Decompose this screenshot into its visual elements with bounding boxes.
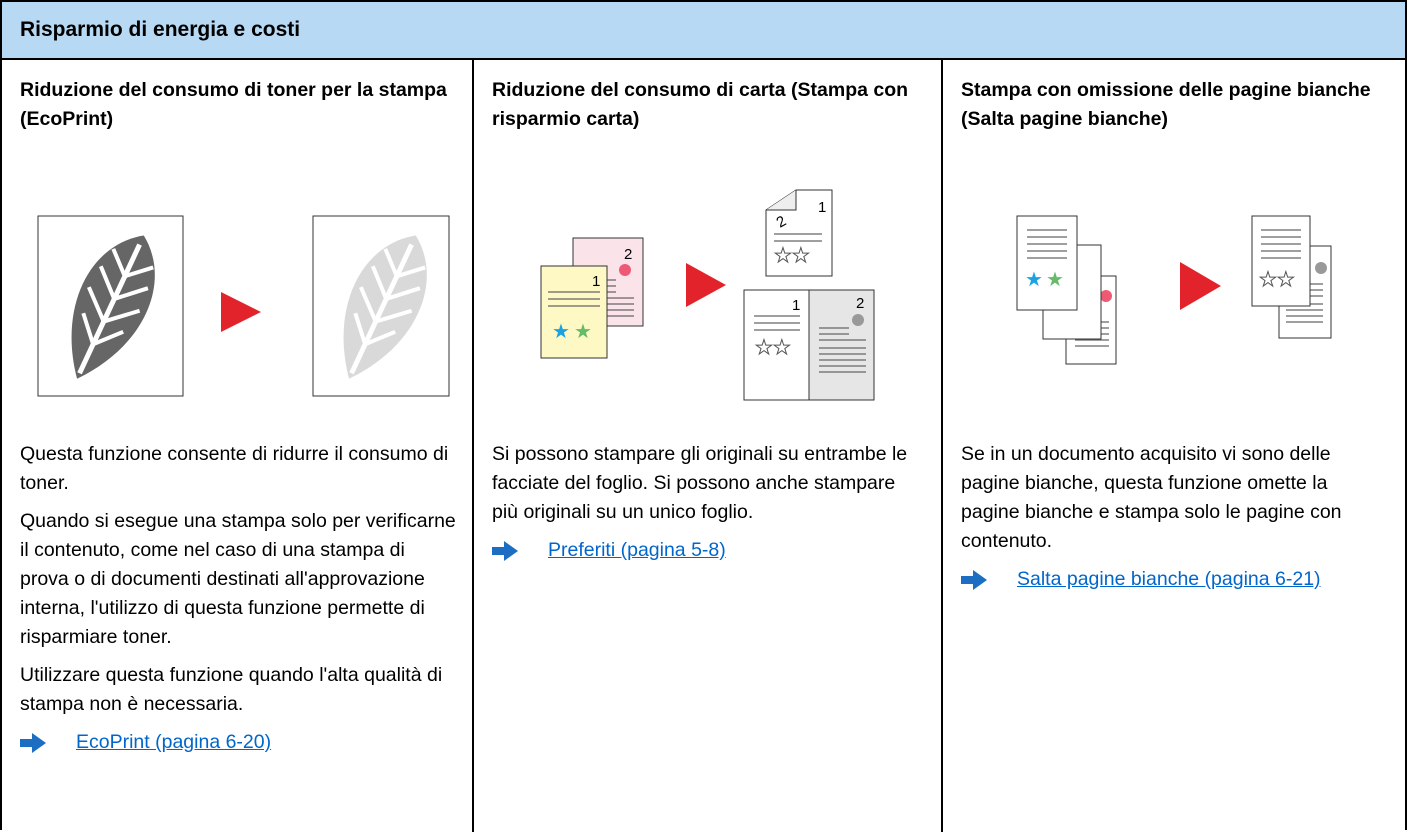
- red-dot-icon: [1100, 290, 1112, 302]
- preferiti-link[interactable]: Preferiti (pagina 5-8): [548, 539, 726, 561]
- arrow-right-icon: [961, 569, 987, 590]
- column-title: Riduzione del consumo di carta (Stampa c…: [492, 79, 909, 130]
- two-up-page-icon: 1 2 ★★: [743, 289, 875, 401]
- star-icon: ★★: [774, 243, 810, 267]
- paragraph: Quando si esegue una stampa solo per ver…: [20, 510, 456, 648]
- column-paper-saving: Riduzione del consumo di carta (Stampa c…: [474, 60, 943, 832]
- column-ecoprint: Riduzione del consumo di toner per la st…: [2, 60, 474, 832]
- page-number: 1: [792, 297, 800, 314]
- skip-blank-illustration: ★ ★ ★★: [1016, 215, 1332, 365]
- column-description: Si possono stampare gli originali su ent…: [492, 440, 925, 565]
- paragraph: Si possono stampare gli originali su ent…: [492, 443, 908, 523]
- paragraph: Questa funzione consente di ridurre il c…: [20, 443, 449, 494]
- star-icon: ★★: [1259, 267, 1295, 291]
- red-dot-icon: [619, 264, 631, 276]
- link-row: EcoPrint (pagina 6-20): [20, 728, 456, 757]
- star-icon: ★: [1025, 267, 1043, 291]
- star-icon: ★: [552, 319, 570, 343]
- dark-leaf-icon: [71, 235, 155, 379]
- star-icon: ★: [574, 319, 592, 343]
- ecoprint-link[interactable]: EcoPrint (pagina 6-20): [76, 731, 272, 753]
- page-number: 2: [856, 295, 864, 312]
- column-title: Riduzione del consumo di toner per la st…: [20, 79, 447, 130]
- star-icon: ★★: [755, 335, 791, 359]
- star-icon: ★: [1046, 267, 1064, 291]
- grey-dot-icon: [852, 314, 864, 326]
- salta-pagine-bianche-link[interactable]: Salta pagine bianche (pagina 6-21): [1017, 568, 1321, 590]
- paragraph: Se in un documento acquisito vi sono del…: [961, 443, 1342, 552]
- link-row: Salta pagine bianche (pagina 6-21): [961, 565, 1389, 594]
- red-arrow-icon: [221, 292, 261, 332]
- paper-saving-illustration: 2 1 ★ ★ 1 2 ★★ 1: [540, 189, 875, 401]
- ecoprint-illustration: [37, 215, 450, 397]
- page-number: 1: [818, 199, 826, 216]
- page-number: 2: [624, 246, 632, 263]
- section-title: Risparmio di energia e costi: [20, 18, 301, 41]
- column-title: Stampa con omissione delle pagine bianch…: [961, 79, 1371, 130]
- column-skip-blank: Stampa con omissione delle pagine bianch…: [943, 60, 1405, 832]
- paragraph: Utilizzare questa funzione quando l'alta…: [20, 664, 443, 715]
- arrow-right-icon: [492, 540, 518, 561]
- link-row: Preferiti (pagina 5-8): [492, 536, 925, 565]
- duplex-page-icon: 1 2 ★★: [765, 189, 833, 277]
- red-arrow-icon: [686, 263, 726, 307]
- column-description: Questa funzione consente di ridurre il c…: [20, 440, 456, 757]
- section-header: Risparmio di energia e costi: [2, 2, 1405, 60]
- light-leaf-icon: [343, 235, 427, 379]
- page-number: 1: [592, 273, 600, 290]
- grey-dot-icon: [1315, 262, 1327, 274]
- arrow-right-icon: [20, 732, 46, 753]
- column-description: Se in un documento acquisito vi sono del…: [961, 440, 1389, 594]
- red-arrow-icon: [1180, 262, 1221, 310]
